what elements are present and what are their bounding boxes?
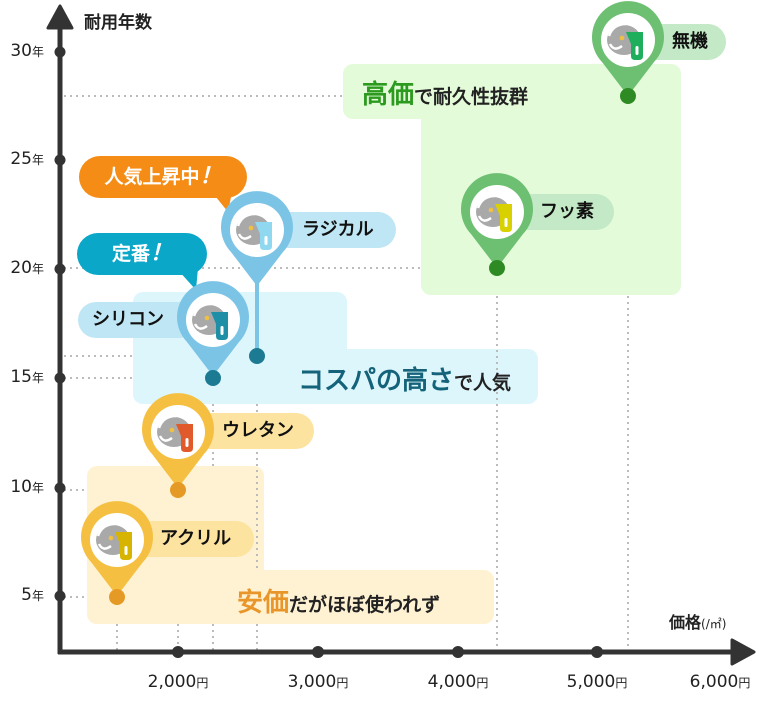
pin-acrylic-icon	[81, 501, 153, 596]
cheap-caption: 安価だがほぼ使われず	[237, 582, 440, 619]
y-tick-15: 15年	[10, 367, 44, 387]
x-tick-4000: 4,000円	[427, 672, 489, 692]
point-muki	[620, 88, 636, 104]
x-axis-title-text: 価格	[669, 613, 702, 632]
cheap-caption-emphasis: 安価	[237, 588, 290, 618]
y-axis-title: 耐用年数	[84, 13, 152, 33]
y-tick-25: 25年	[10, 149, 44, 169]
y-tick-5: 5年	[21, 585, 44, 605]
value-caption: コスパの高さで人気	[298, 360, 511, 397]
pin-muki-icon	[592, 1, 664, 96]
pin-radical-icon	[221, 191, 293, 356]
point-fusso	[489, 260, 505, 276]
premium-caption: 高価で耐久性抜群	[362, 74, 528, 111]
pin-fusso-icon	[461, 173, 533, 268]
value-caption-emphasis: コスパの高さ	[298, 366, 455, 396]
x-axis-title: 価格(/㎡)	[669, 609, 726, 633]
x-tick-3000: 3,000円	[287, 672, 349, 692]
x-axis-unit: (/㎡)	[701, 617, 727, 631]
x-tick-2000: 2,000円	[147, 672, 209, 692]
y-tick-30: 30年	[10, 41, 44, 61]
point-radical	[249, 348, 265, 364]
premium-caption-rest: で耐久性抜群	[414, 86, 529, 108]
y-tick-10: 10年	[10, 477, 44, 497]
x-tick-6000: 6,000円	[689, 672, 751, 692]
point-urethane	[170, 482, 186, 498]
pin-urethane-icon	[142, 393, 214, 488]
premium-caption-emphasis: 高価	[362, 80, 415, 110]
cheap-region-bottom	[87, 570, 494, 624]
point-acrylic	[109, 589, 125, 605]
x-tick-5000: 5,000円	[566, 672, 628, 692]
cheap-caption-rest: だがほぼ使われず	[289, 594, 441, 616]
pin-silicon-icon	[177, 281, 249, 376]
value-caption-rest: で人気	[454, 372, 512, 394]
premium-region-body	[421, 64, 681, 295]
y-tick-20: 20年	[10, 258, 44, 278]
bubble-rising: 人気上昇中！	[79, 156, 247, 198]
point-silicon	[205, 370, 221, 386]
